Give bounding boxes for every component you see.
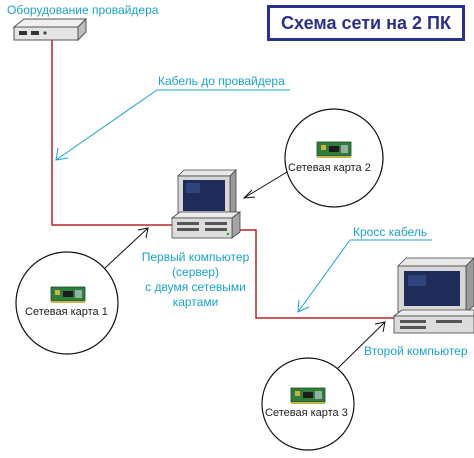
network-card-icon-2 [316,141,352,158]
server-label-line-3: с двумя сетевыми [145,280,246,294]
callout-card-2-label: Сетевая карта 2 [288,162,371,174]
server-label-line-1: Первый компьютер [141,250,250,264]
provider-device-icon [12,17,88,42]
callout-pointer-card-1 [104,227,149,269]
provider-equipment-label: Оборудование провайдера [7,3,159,17]
server-label-line-2: (сервер) [172,265,219,279]
callout-pointer-card-3 [337,321,386,369]
server-label-line-4: картами [172,295,219,309]
cable-provider [51,40,172,226]
second-pc-label: Второй компьютер [364,344,468,358]
callout-card-1-label: Сетевая карта 1 [25,306,108,318]
callout-card-3-label: Сетевая карта 3 [265,407,348,419]
diagram-title-box: Схема сети на 2 ПК [267,5,465,41]
provider-cable-label: Кабель до провайдера [158,74,285,88]
cross-cable-label: Кросс кабель [353,225,428,239]
second-computer-icon [392,257,474,334]
arrow-cross-cable [297,239,432,313]
server-label: Первый компьютер (сервер) с двумя сетевы… [128,250,263,310]
server-computer-icon [170,169,242,239]
network-card-icon-3 [290,387,326,404]
callout-pointer-card-2 [242,171,288,199]
diagram-title: Схема сети на 2 ПК [281,12,451,33]
network-card-icon-1 [50,286,86,303]
cable-cross [240,229,402,319]
arrow-provider-cable [55,89,290,161]
